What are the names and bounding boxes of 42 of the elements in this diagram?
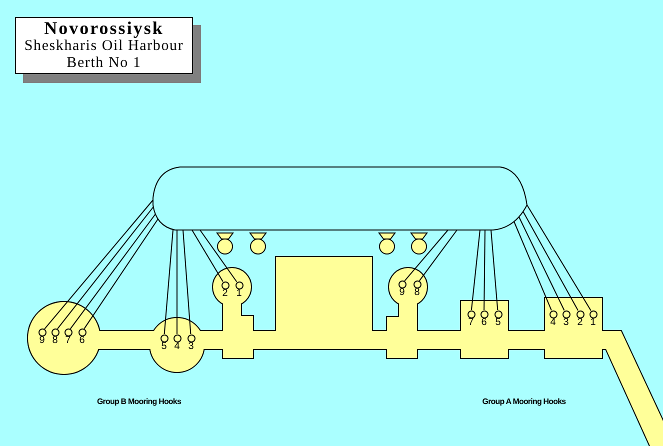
hook-number: 5	[495, 318, 501, 327]
mooring-line	[192, 230, 224, 282]
mooring-line	[518, 216, 565, 311]
mooring-line	[490, 230, 498, 311]
hook-number: 4	[174, 342, 180, 351]
hook-number: 6	[79, 336, 85, 345]
hook-number: 3	[188, 342, 194, 351]
group-label: Group A Mooring Hooks	[482, 397, 566, 407]
hook-number: 3	[563, 318, 569, 327]
mooring-line	[526, 204, 592, 312]
mooring-line	[514, 221, 552, 311]
subtitle: Sheskharis Oil Harbour	[24, 38, 184, 54]
hook-number: 9	[39, 336, 45, 345]
mooring-line	[84, 218, 158, 330]
hook-number: 8	[52, 336, 58, 345]
hook-number: 6	[481, 318, 487, 327]
mooring-line	[56, 206, 154, 330]
group-label: Group B Mooring Hooks	[96, 397, 182, 407]
ship-outline	[152, 166, 529, 231]
hook-number: 7	[468, 318, 474, 327]
hook-number: 5	[161, 342, 167, 351]
hook-number: 2	[222, 289, 228, 298]
hook-number: 2	[577, 318, 583, 327]
hook-number: 9	[399, 288, 405, 297]
hook-number: 8	[414, 288, 420, 297]
title: Novorossiysk	[44, 18, 164, 38]
hook-number: 4	[550, 318, 556, 327]
mooring-line	[70, 214, 156, 330]
mooring-line	[182, 230, 192, 334]
hook-number: 7	[65, 336, 71, 345]
subtitle: Berth No 1	[66, 55, 142, 71]
mooring-line	[418, 230, 458, 282]
hook-number: 1	[590, 318, 596, 327]
mooring-line	[44, 200, 154, 330]
mooring-line	[164, 230, 174, 335]
mooring-line	[176, 230, 178, 334]
mooring-line	[470, 230, 480, 311]
mooring-line	[200, 230, 238, 282]
mooring-line	[404, 230, 448, 282]
mooring-line	[522, 210, 579, 311]
mooring-line	[484, 230, 486, 310]
hook-number: 1	[236, 289, 242, 298]
